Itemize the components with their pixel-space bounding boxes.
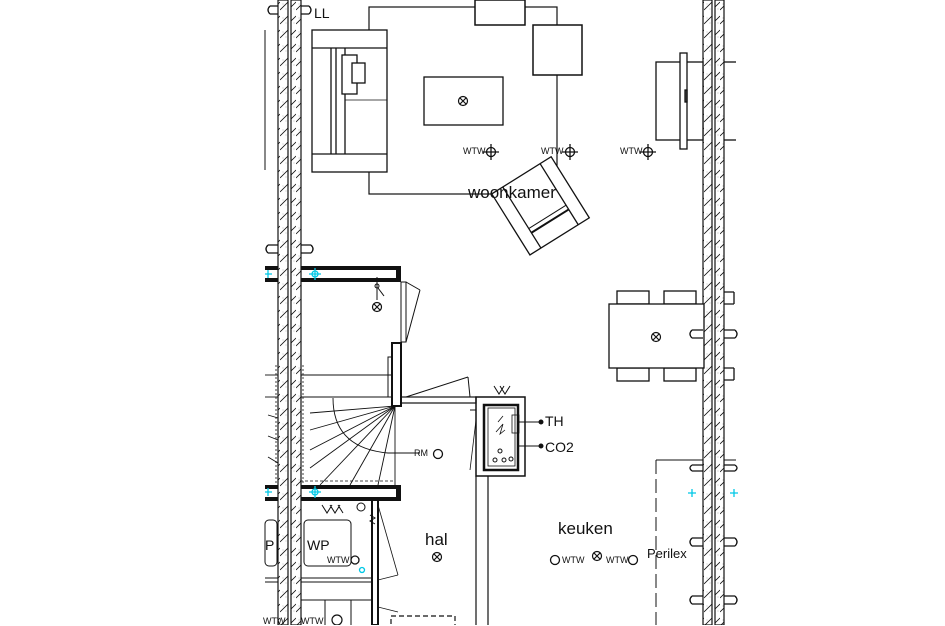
wtw-label: WTW bbox=[606, 555, 629, 565]
interior-walls bbox=[265, 266, 401, 501]
wtw-label: WTW bbox=[620, 146, 643, 156]
armchair bbox=[490, 155, 591, 256]
wtw-label: WTW bbox=[263, 616, 286, 626]
wtw-label: WTW bbox=[327, 555, 350, 565]
room-label-keuken: keuken bbox=[558, 519, 613, 538]
left-party-wall bbox=[277, 0, 302, 625]
dining-table bbox=[608, 290, 705, 382]
wtw-label: WTW bbox=[301, 616, 324, 626]
wtw-label: WTW bbox=[562, 555, 585, 565]
rm-smoke-detector-label: RM bbox=[414, 448, 428, 458]
wall-sockets-left bbox=[265, 5, 314, 254]
meter-cupboard bbox=[469, 385, 544, 625]
wp-heatpump-label: WP bbox=[307, 537, 330, 553]
room-label-woonkamer: woonkamer bbox=[468, 183, 556, 202]
sofa bbox=[311, 29, 388, 173]
wtw-label: WTW bbox=[541, 146, 564, 156]
co2-sensor-label: CO2 bbox=[545, 439, 574, 455]
ceiling-lights bbox=[371, 95, 662, 563]
staircase bbox=[265, 365, 420, 486]
right-party-wall bbox=[702, 0, 725, 625]
tv-cabinet bbox=[655, 52, 736, 150]
wp-cut-label: P bbox=[265, 537, 275, 553]
thermostat-label: TH bbox=[545, 413, 564, 429]
wtw-label: WTW bbox=[463, 146, 486, 156]
perilex-label: Perilex bbox=[647, 546, 687, 561]
cyan-markers bbox=[265, 268, 738, 574]
ll-label: LL bbox=[314, 5, 330, 21]
room-label-hal: hal bbox=[425, 530, 448, 549]
wtw-vents bbox=[483, 144, 656, 160]
